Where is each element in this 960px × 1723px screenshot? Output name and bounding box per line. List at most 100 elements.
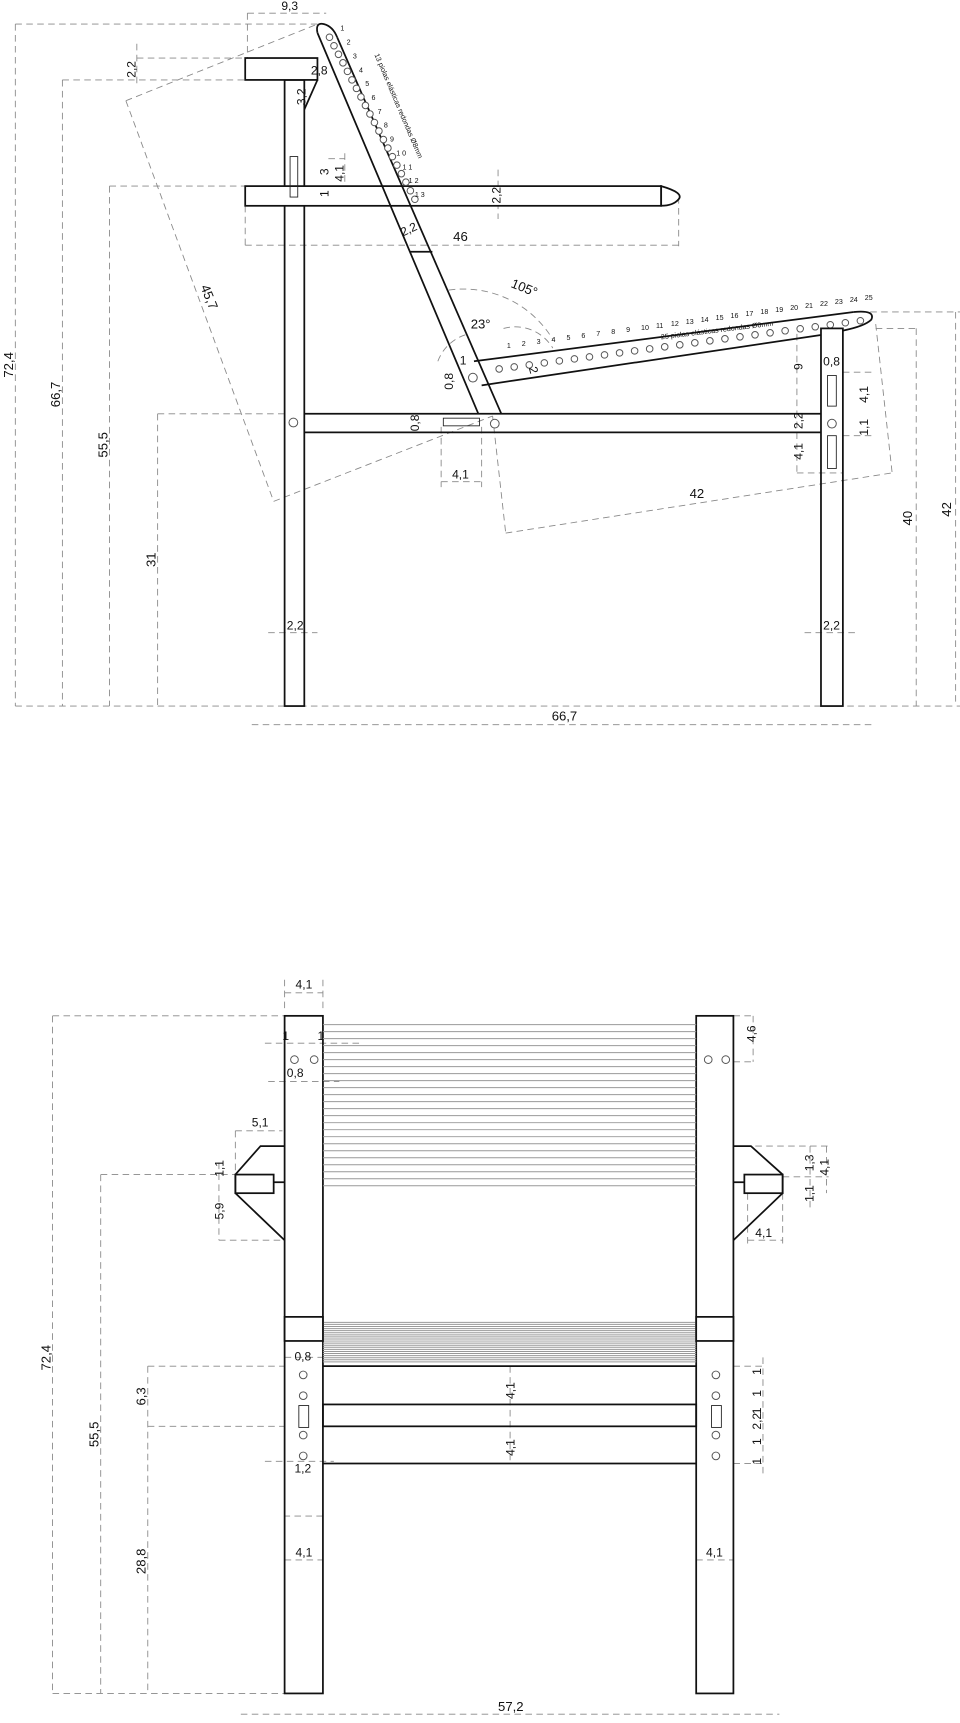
right-leg bbox=[695, 1014, 735, 1695]
seat-cord-number: 2 bbox=[522, 340, 526, 348]
dim-label: 2,2 bbox=[750, 1413, 764, 1430]
dim-label: 1,1 bbox=[857, 419, 871, 436]
seat-cord-number: 11 bbox=[656, 322, 663, 330]
cord-hole bbox=[781, 327, 789, 335]
hole bbox=[309, 1055, 319, 1064]
cord-hole bbox=[826, 320, 835, 329]
cord-hole bbox=[411, 195, 419, 204]
cord-hole bbox=[660, 343, 669, 351]
arm-bracket-block-right bbox=[743, 1173, 784, 1195]
cord-hole bbox=[645, 345, 654, 353]
pivot-hole bbox=[468, 372, 478, 383]
back-cord-number: 1 1 bbox=[402, 163, 412, 171]
dim-label: 1 bbox=[460, 354, 467, 368]
dim-label: 2,2 bbox=[489, 187, 503, 204]
cord-hole bbox=[366, 110, 374, 118]
cord-hole bbox=[361, 101, 370, 110]
dim-label: 1 bbox=[317, 1029, 324, 1043]
back-cord-number: 1 3 bbox=[415, 191, 425, 199]
side-dimension-lines bbox=[14, 12, 960, 726]
seat-cord-number: 13 bbox=[686, 318, 694, 326]
dim-label: 4,1 bbox=[818, 1159, 832, 1176]
dim-label: 2 bbox=[526, 365, 541, 375]
cord-hole bbox=[402, 178, 410, 186]
hole bbox=[721, 1055, 731, 1064]
back-cord-number: 1 0 bbox=[396, 149, 406, 157]
slot bbox=[442, 417, 480, 427]
seat-cord-number: 14 bbox=[701, 316, 709, 324]
dim-label: 1 bbox=[750, 1390, 764, 1397]
seat-cord-number: 24 bbox=[850, 296, 858, 304]
pivot-hole bbox=[827, 418, 837, 429]
dim-label: 1,1 bbox=[212, 1160, 226, 1177]
left-leg bbox=[283, 1014, 324, 1695]
dim-label: 66,7 bbox=[48, 382, 63, 408]
cord-hole bbox=[751, 331, 759, 339]
dim-label: 2,2 bbox=[791, 412, 805, 429]
cord-hole bbox=[811, 322, 820, 331]
side-view: 9,3 2,2 2,8 3,2 3 4,1 1 2,2 2,2 46 45,7 … bbox=[1, 0, 960, 726]
dim-label: 1 bbox=[750, 1438, 764, 1445]
dim-label: 55,5 bbox=[95, 432, 110, 458]
back-cord-number: 1 bbox=[340, 25, 344, 33]
pivot-hole bbox=[489, 418, 500, 429]
dim-label: 2,8 bbox=[311, 63, 328, 77]
dim-label: 0,8 bbox=[294, 1350, 311, 1364]
armrest bbox=[244, 185, 663, 207]
cord-hole bbox=[397, 169, 406, 178]
dim-label: 4,1 bbox=[452, 467, 469, 481]
back-cord-number: 7 bbox=[378, 108, 382, 116]
cord-hole bbox=[615, 349, 624, 357]
cord-hole bbox=[555, 357, 564, 365]
dim-label: 4,1 bbox=[503, 1382, 517, 1399]
cord-hole bbox=[630, 347, 639, 355]
seat-cord-number: 18 bbox=[760, 308, 768, 316]
seat-frame bbox=[473, 310, 873, 387]
dim-label: 4,1 bbox=[755, 1226, 772, 1240]
seat-cord-number: 6 bbox=[581, 332, 585, 340]
dim-label: 5,9 bbox=[212, 1202, 226, 1219]
dim-label: 3 bbox=[317, 168, 331, 175]
dim-label: 1 bbox=[750, 1368, 764, 1375]
cord-hole bbox=[585, 353, 594, 361]
slot bbox=[827, 435, 837, 469]
front-view: 4,1 1 1 0,8 4,6 5,1 1,1 5,9 72,4 55,5 6,… bbox=[38, 977, 832, 1715]
cord-hole bbox=[510, 363, 518, 371]
dim-label: 45,7 bbox=[198, 282, 221, 311]
cord-hole bbox=[334, 50, 343, 59]
dim-label: 1 bbox=[282, 1029, 289, 1043]
cord-hole bbox=[343, 67, 352, 76]
seat-cord-number: 23 bbox=[835, 298, 843, 306]
dim-label: 2,2 bbox=[398, 219, 419, 239]
cord-hole bbox=[706, 337, 714, 345]
dim-label: 2,2 bbox=[823, 618, 840, 632]
cord-hole bbox=[856, 316, 865, 325]
seat-cord-number: 1 bbox=[507, 342, 511, 350]
seat-cord-number: 9 bbox=[626, 326, 630, 334]
back-leg bbox=[283, 79, 306, 707]
cord-hole bbox=[375, 127, 383, 135]
seat-band-left bbox=[283, 1315, 324, 1342]
dim-label: 4,1 bbox=[296, 977, 313, 991]
back-cord-number: 2 bbox=[347, 39, 351, 47]
dim-label: 66,7 bbox=[552, 708, 578, 723]
dim-label: 9,3 bbox=[281, 0, 298, 13]
front-rail-middle bbox=[322, 1403, 698, 1428]
seat-cord-number: 10 bbox=[641, 324, 649, 332]
dim-label: 1 bbox=[750, 1407, 764, 1414]
seat-cord-number: 3 bbox=[537, 338, 541, 346]
seat-cords bbox=[322, 1321, 697, 1363]
dim-label: 4,1 bbox=[333, 165, 347, 182]
dim-label: 57,2 bbox=[498, 1699, 524, 1714]
dim-label: 23° bbox=[471, 316, 491, 331]
pivot-hole bbox=[288, 417, 299, 428]
dim-label: 9 bbox=[791, 363, 805, 370]
cord-hole bbox=[721, 335, 729, 343]
back-cord-note: 13 piolas elásticas redondas Ø8mm bbox=[373, 52, 425, 159]
dim-label: 72,4 bbox=[1, 352, 16, 378]
dim-label: 2,2 bbox=[125, 61, 139, 78]
cord-hole bbox=[339, 59, 347, 67]
dim-label: 4,1 bbox=[857, 386, 871, 403]
